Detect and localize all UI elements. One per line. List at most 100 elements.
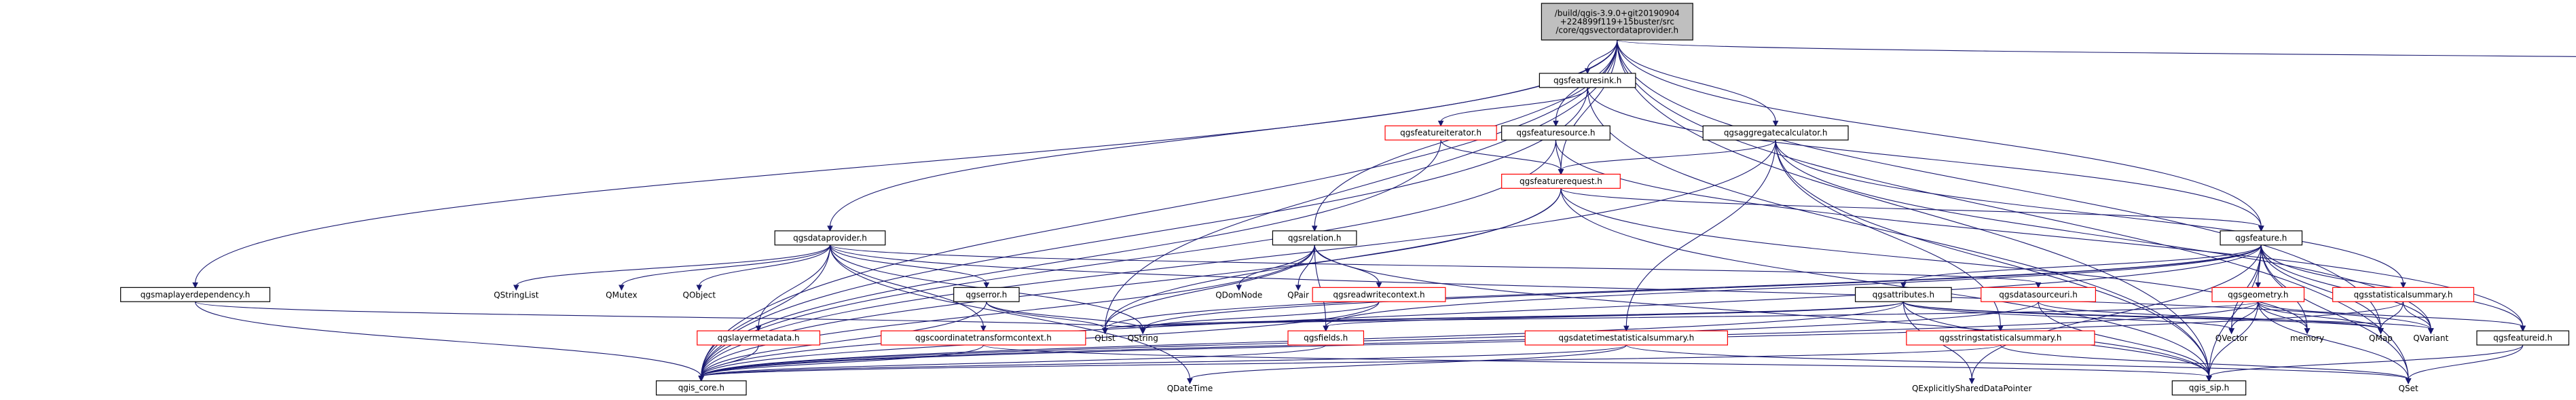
node-qgsfeatureiterator[interactable]: qgsfeatureiterator.h: [1384, 125, 1497, 141]
node-box-qgsgeometry: [2211, 287, 2305, 302]
node-qmutex: QMutex: [606, 290, 637, 299]
edge-qgsmaplayerdependency-to-qgscore: [195, 302, 702, 377]
node-qgsfeaturerequest[interactable]: qgsfeaturerequest.h: [1501, 173, 1621, 189]
edge-arrowhead: [1311, 225, 1318, 232]
edge-arrowhead: [619, 285, 625, 291]
edge-qgscoordinatetransformcontext-to-qgscore: [701, 344, 984, 378]
edge-qgsgeometry-to-memory: [2258, 302, 2308, 329]
node-qgsfeatureid[interactable]: qgsfeatureid.h: [2476, 330, 2570, 346]
node-qgsrelation[interactable]: qgsrelation.h: [1272, 230, 1357, 246]
node-qlist: QList: [1094, 333, 1116, 343]
node-box-qgsdatasourceuri: [1981, 287, 2096, 302]
node-qgissip[interactable]: qgis_sip.h: [2171, 380, 2247, 396]
edge-qgsgeometry-to-qgscore: [701, 301, 2259, 378]
node-label-qexplicitlyshareddatapointer: QExplicitlySharedDataPointer: [1912, 384, 2032, 393]
edge-qgslayermetadata-to-qgscore: [701, 344, 759, 377]
edge-qgsrelation-to-qpair: [1298, 244, 1315, 287]
edge-qgsfeature-to-qset: [2260, 244, 2409, 380]
node-qgsgeometry[interactable]: qgsgeometry.h: [2211, 287, 2305, 302]
node-qgsstringstatisticalsummary[interactable]: qgsstringstatisticalsummary.h: [1906, 330, 2095, 346]
node-qgslayermetadata[interactable]: qgslayermetadata.h: [697, 330, 821, 346]
edge-arrowhead: [2520, 325, 2526, 332]
edge-qgsrelation-to-qlist: [1104, 244, 1315, 329]
node-qgsaggregatecalculator[interactable]: qgsaggregatecalculator.h: [1702, 125, 1849, 141]
node-qvariant: QVariant: [2413, 333, 2448, 343]
edge-root-to-qgsaggregatecalculator: [1617, 39, 1776, 122]
node-label-qgsdataprovider: qgsdataprovider.h: [793, 233, 867, 242]
edge-arrowhead: [1623, 325, 1630, 332]
edge-qgsdatasourceuri-to-qgissip: [2038, 302, 2210, 377]
edge-arrowhead: [192, 282, 198, 289]
node-label-qgscore: qgis_core.h: [678, 383, 724, 393]
node-label-qgissip: qgis_sip.h: [2189, 383, 2229, 393]
node-qvector: QVector: [2215, 333, 2248, 343]
edge-arrowhead: [1102, 328, 1108, 334]
node-box-qgscore: [655, 380, 747, 396]
node-qgsstatisticalsummary[interactable]: qgsstatisticalsummary.h: [2332, 287, 2475, 302]
node-qgsfields[interactable]: qgsfields.h: [1287, 330, 1365, 346]
node-qdatetime: QDateTime: [1167, 384, 1213, 393]
node-root[interactable]: /build/qgis-3.9.0+git20190904+224899f119…: [1541, 3, 1693, 41]
edge-qgsfeatureid-to-qset: [2408, 344, 2524, 380]
node-label-qgsrelation: qgsrelation.h: [1288, 233, 1342, 242]
edge-arrowhead: [698, 376, 705, 382]
edge-arrowhead: [1376, 282, 1382, 289]
node-qgscoordinatetransformcontext[interactable]: qgscoordinatetransformcontext.h: [881, 330, 1086, 346]
node-qgsdatasourceuri[interactable]: qgsdatasourceuri.h: [1981, 287, 2096, 302]
node-label-qmap: QMap: [2369, 333, 2393, 343]
edge-qgsdataprovider-to-qgserror: [829, 244, 987, 284]
node-qgsattributes[interactable]: qgsattributes.h: [1854, 287, 1952, 302]
node-qpair: QPair: [1287, 290, 1309, 299]
node-box-qgsrelation: [1272, 230, 1357, 246]
node-box-qgsfeature: [2220, 230, 2303, 246]
edge-qgsfeatureid-to-qgissip: [2208, 344, 2524, 378]
edge-qgsgeometry-to-qgsfeatureid: [2258, 301, 2524, 327]
node-box-qgscoordinatetransformcontext: [881, 330, 1086, 346]
node-box-qgsfeaturesource: [1501, 125, 1611, 141]
edge-arrowhead: [1558, 168, 1564, 175]
node-qgscore[interactable]: qgis_core.h: [655, 380, 747, 396]
edge-qgsdataprovider-to-qgsdatasourceuri: [829, 244, 2039, 284]
edge-arrowhead: [1437, 120, 1444, 127]
node-label-qstringlist: QStringList: [494, 290, 539, 299]
edge-qgsfeatureiterator-to-qgsfeaturerequest: [1440, 139, 1562, 170]
edge-qgsaggregatecalculator-to-qgsstatisticalsummary: [1775, 140, 2404, 284]
node-label-qgsdatetimestatisticalsummary: qgsdatetimestatisticalsummary.h: [1558, 333, 1694, 343]
node-label-qgsstringstatisticalsummary: qgsstringstatisticalsummary.h: [1939, 333, 2061, 343]
edge-qgsfeature-to-qgsfields: [1325, 244, 2262, 327]
node-qgsdatetimestatisticalsummary[interactable]: qgsdatetimestatisticalsummary.h: [1524, 330, 1728, 346]
edge-qgserror-to-qstring: [986, 301, 1143, 330]
node-label-qpair: QPair: [1287, 290, 1309, 299]
node-qgsreadwritecontext[interactable]: qgsreadwritecontext.h: [1312, 287, 1446, 302]
edge-qgsfeature-to-qmap: [2260, 244, 2381, 329]
edge-qgsdataprovider-to-qgscoordinatetransformcontext: [829, 244, 984, 327]
node-qgsfeature[interactable]: qgsfeature.h: [2220, 230, 2303, 246]
node-box-root: [1541, 3, 1693, 41]
node-qgsfeaturesource[interactable]: qgsfeaturesource.h: [1501, 125, 1611, 141]
node-box-qgslayermetadata: [697, 330, 821, 346]
node-box-qgsfeaturerequest: [1501, 173, 1621, 189]
edge-qgsattributes-to-qlist: [1104, 301, 1904, 330]
node-label-qgsgeometry: qgsgeometry.h: [2228, 290, 2288, 299]
node-qgsfeaturesink[interactable]: qgsfeaturesink.h: [1539, 73, 1636, 88]
edge-qgsfeaturerequest-to-qlist: [1104, 188, 1562, 329]
node-qmap: QMap: [2369, 333, 2393, 343]
node-qgserror[interactable]: qgserror.h: [953, 287, 1020, 302]
edge-qgserror-to-qlist: [986, 302, 1106, 330]
node-label-qgserror: qgserror.h: [965, 290, 1007, 299]
edge-qgsfeaturesink-to-qgsfeatureiterator: [1440, 87, 1588, 122]
edge-arrowhead: [827, 225, 833, 232]
edge-qgsfeature-to-qgissip: [2208, 244, 2262, 377]
edge-qgsfeature-to-qexplicitlyshareddatapointer: [1971, 244, 2262, 380]
edge-root-to-qlist: [1104, 39, 1618, 329]
edge-qgsaggregatecalculator-to-qgsdatetimestatisticalsummary: [1625, 140, 1776, 327]
edge-qgsstringstatisticalsummary-to-qset: [2000, 344, 2409, 380]
edge-qgsfeaturerequest-to-memory: [1560, 188, 2308, 329]
edge-root-to-qgsmaplayerdependency: [195, 39, 1618, 284]
node-qgsdataprovider[interactable]: qgsdataprovider.h: [774, 230, 886, 246]
node-qgsmaplayerdependency[interactable]: qgsmaplayerdependency.h: [120, 287, 271, 302]
node-label-qstring: QString: [1128, 333, 1158, 343]
edge-arrowhead: [696, 285, 703, 291]
node-box-qgsfeaturesink: [1539, 73, 1636, 88]
node-label-qgsfeaturesink: qgsfeaturesink.h: [1553, 75, 1621, 85]
